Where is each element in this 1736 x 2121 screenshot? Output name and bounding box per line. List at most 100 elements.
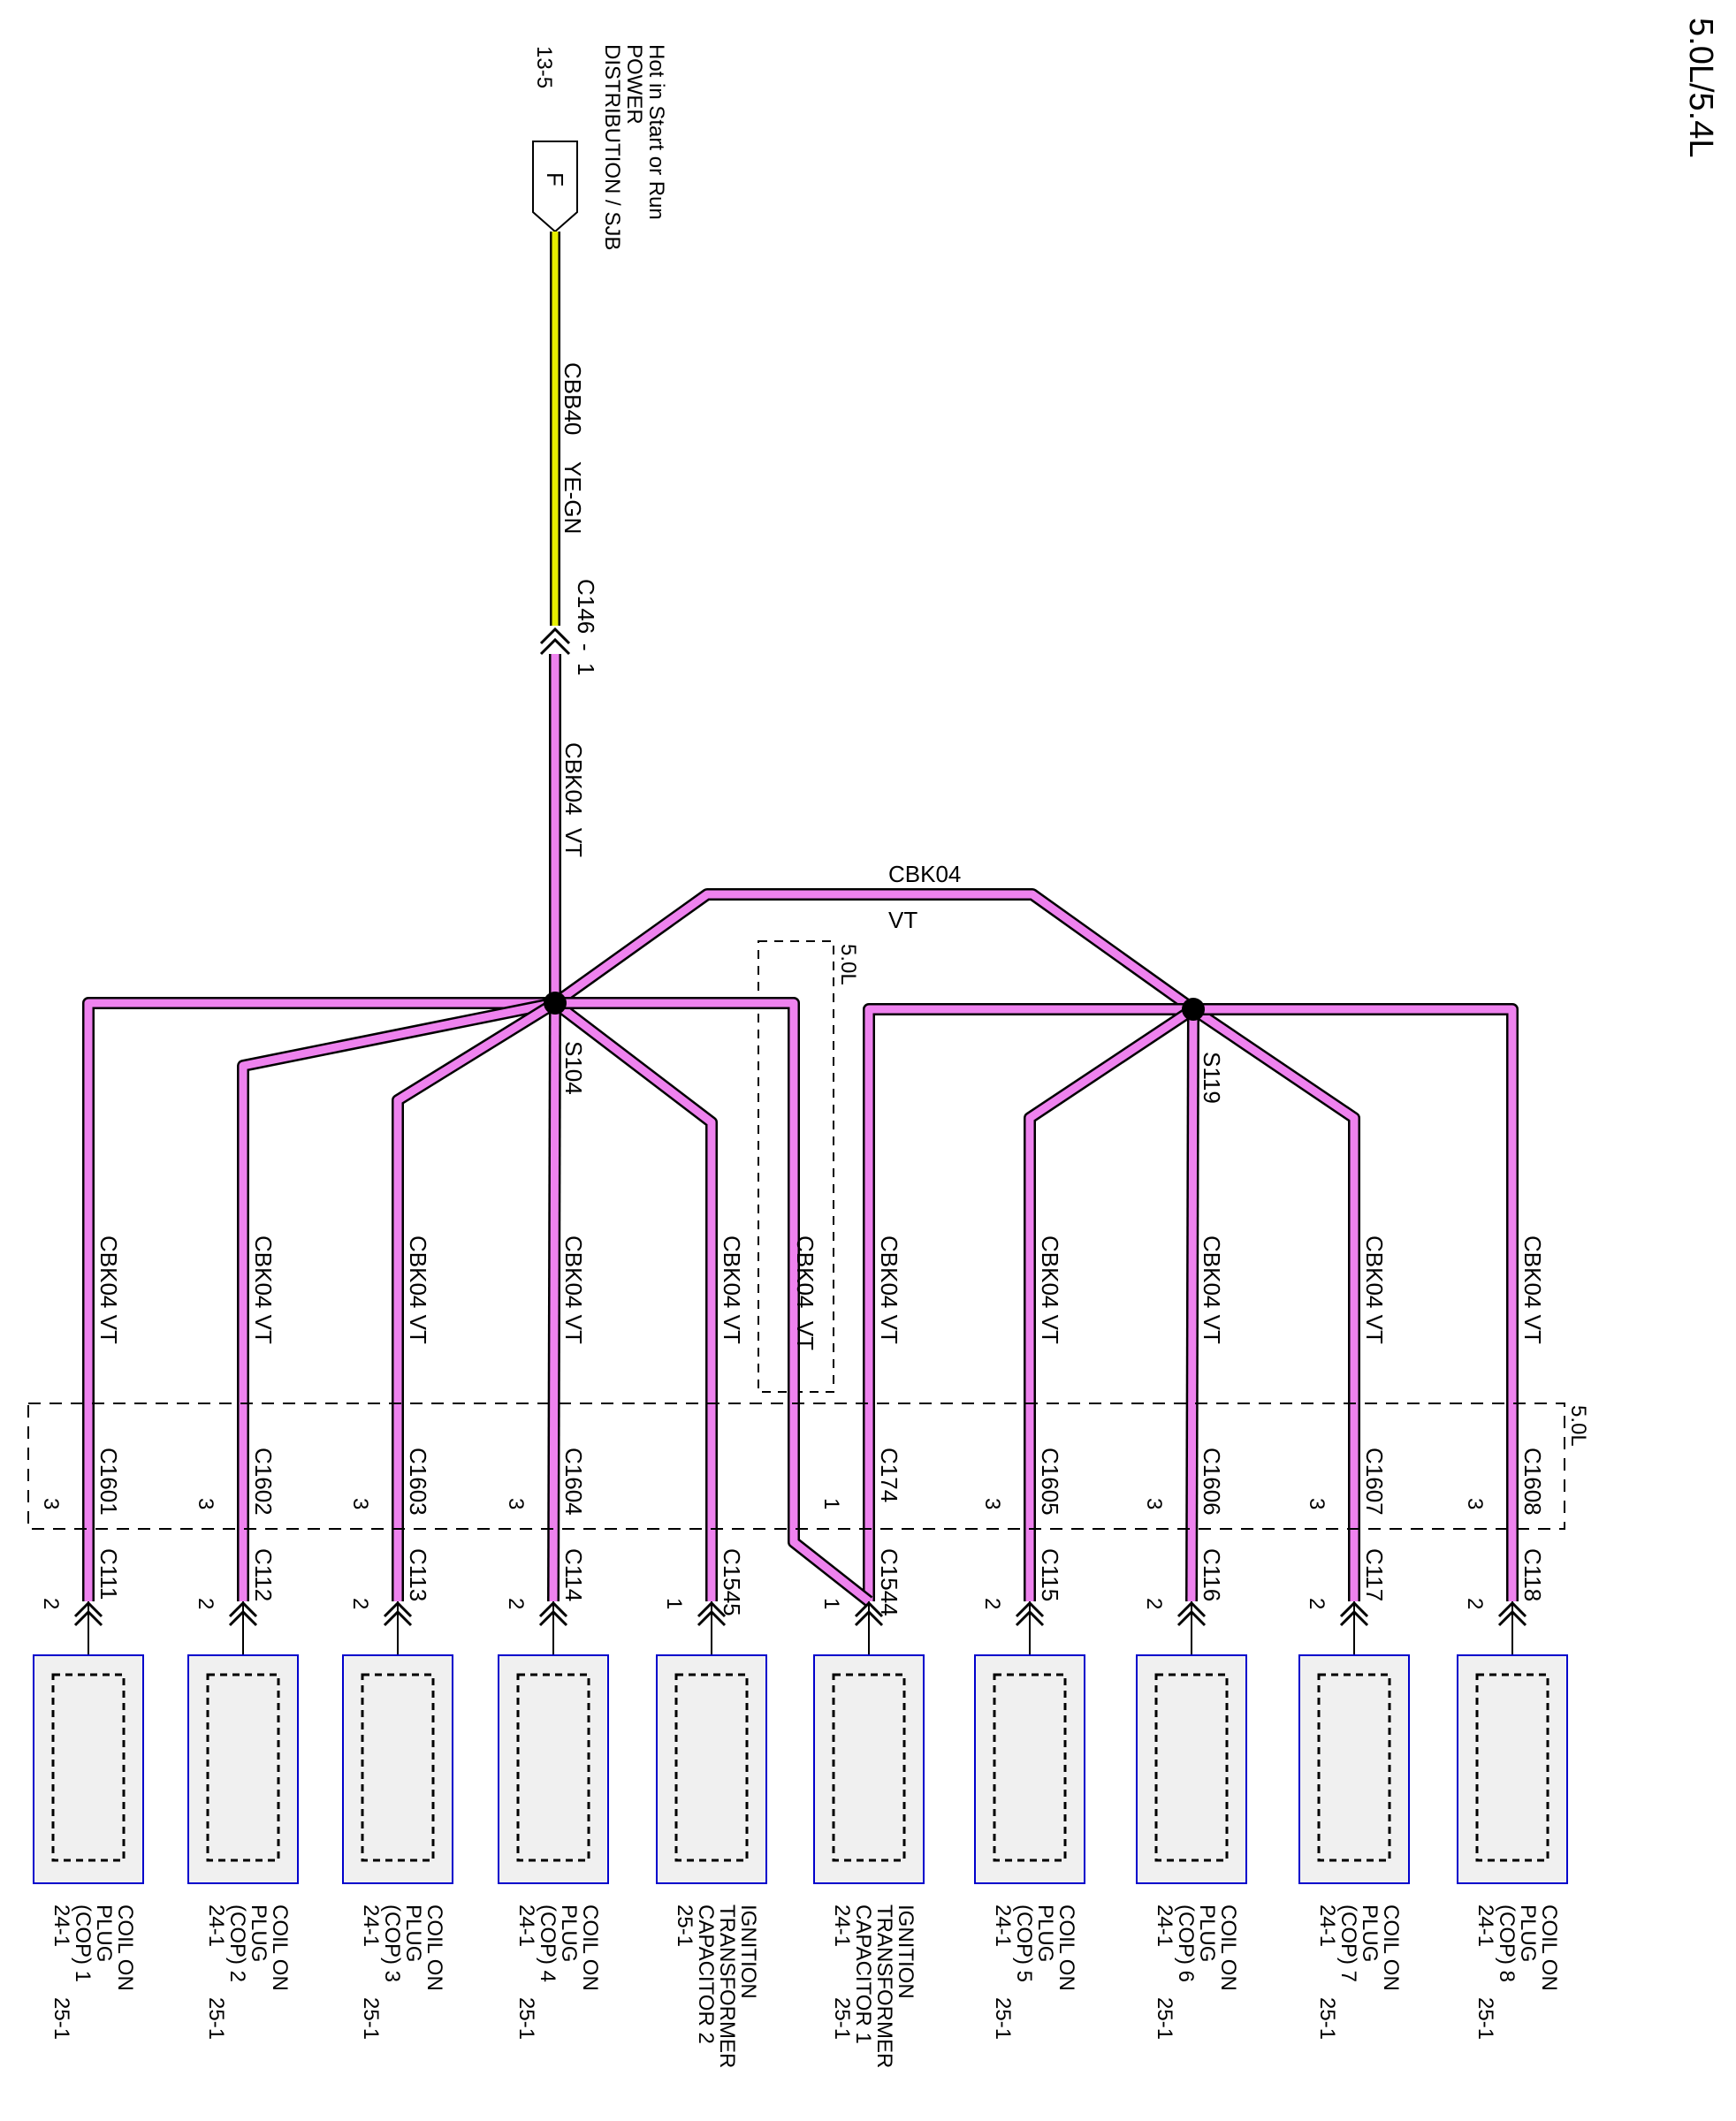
component-connector-label: C1544 — [876, 1548, 902, 1616]
component-ref: 25-1 — [1153, 1997, 1176, 2040]
branch-5: CBK04 VTC15451IGNITIONTRANSFORMERCAPACIT… — [656, 1235, 767, 2068]
component-label-line: (COP) 4 — [536, 1904, 560, 1982]
harness-connector-pin: 3 — [39, 1498, 63, 1509]
splice-s104-label: S104 — [560, 1041, 587, 1095]
terminal-flag — [532, 141, 578, 233]
component-label-line: PLUG — [1516, 1904, 1540, 1962]
component-internal — [206, 1673, 280, 1862]
component-label-line: IGNITION — [894, 1904, 917, 1999]
terminal-label: F — [542, 172, 568, 186]
component-connector-pin: 2 — [348, 1598, 372, 1609]
component-internal — [1154, 1673, 1229, 1862]
harness-option-box — [27, 1403, 1565, 1530]
component-internal — [832, 1673, 906, 1862]
component-label-line: 24-1 — [204, 1904, 228, 1947]
component-label-line: PLUG — [1358, 1904, 1382, 1962]
harness-connector-pin: 3 — [1305, 1498, 1329, 1509]
component-connector-label: C115 — [1037, 1548, 1063, 1601]
component-connector-pin: 2 — [1305, 1598, 1329, 1609]
splice-s104 — [544, 992, 567, 1015]
splice-s119-label: S119 — [1199, 1052, 1225, 1104]
component-internal — [993, 1673, 1067, 1862]
component-ref: 25-1 — [359, 1997, 383, 2040]
bridge-wire-outline — [551, 888, 1198, 1015]
harness-connector-pin: 3 — [980, 1498, 1004, 1509]
component-label-line: COIL ON — [1379, 1904, 1403, 1991]
source-line-3: DISTRIBUTION / SJB — [600, 44, 624, 250]
component-connector-pin: 1 — [819, 1598, 843, 1609]
component-connector-pin: 2 — [504, 1598, 528, 1609]
component-connector-pin: 2 — [1142, 1598, 1166, 1609]
harness-connector-pin: 3 — [348, 1498, 372, 1509]
component-label-line: 24-1 — [830, 1904, 854, 1947]
component-ref: 25-1 — [1473, 1997, 1497, 2040]
branch-wire-8 — [1187, 1008, 1198, 1602]
branch-6: CBK04 VTC1741C15441IGNITIONTRANSFORMERCA… — [813, 1235, 925, 2068]
component-label-line: 24-1 — [991, 1904, 1015, 1947]
component-box — [1298, 1654, 1410, 1884]
component-internal — [1475, 1673, 1549, 1862]
branch-wire-label: CBK04 VT — [1199, 1235, 1225, 1344]
component-label-line: CAPACITOR 1 — [851, 1904, 875, 2044]
component-label-line: COIL ON — [1537, 1904, 1561, 1991]
component-connector-label: C116 — [1199, 1548, 1225, 1601]
branch-wire-label: CBK04 VT — [560, 1235, 587, 1344]
component-label-line: COIL ON — [1055, 1904, 1078, 1991]
component-label-line: COIL ON — [1216, 1904, 1240, 1991]
component-label-line: PLUG — [1195, 1904, 1219, 1962]
harness-connector-pin: 3 — [1463, 1498, 1487, 1509]
component-internal — [1317, 1673, 1391, 1862]
harness-option-label: 5.0L — [1566, 1405, 1590, 1447]
component-connector-label: C118 — [1519, 1548, 1546, 1601]
harness-connector-pin: 3 — [1142, 1498, 1166, 1509]
inline-connector-pin: 1 — [573, 663, 599, 675]
component-label-line: PLUG — [1033, 1904, 1057, 1962]
harness-connector-pin: 1 — [819, 1498, 843, 1509]
component-label-line: TRANSFORMER — [715, 1904, 739, 2068]
component-label-line: 24-1 — [1153, 1904, 1176, 1947]
branch-wire-2 — [239, 999, 556, 1601]
component-label-line: 24-1 — [359, 1904, 383, 1947]
harness-connector-label: C1601 — [95, 1448, 122, 1516]
branch-wire-capacitor-alt — [555, 999, 872, 1605]
component-internal — [361, 1673, 435, 1862]
branch-wire-label: CBK04 VT — [1519, 1235, 1546, 1344]
component-label-line: 24-1 — [1315, 1904, 1339, 1947]
harness-connector-label: C1603 — [405, 1448, 431, 1516]
component-label-line: PLUG — [557, 1904, 581, 1962]
harness-connector-label: C1604 — [560, 1448, 587, 1516]
component-label-line: 24-1 — [1473, 1904, 1497, 1947]
component-box — [1457, 1654, 1568, 1884]
harness-connector-pin: 3 — [504, 1498, 528, 1509]
component-box — [342, 1654, 453, 1884]
bridge-wire — [552, 890, 1196, 1013]
branch-wire-label: CBK04 VT — [876, 1235, 902, 1344]
component-internal — [674, 1673, 749, 1862]
branch-wire-9 — [1191, 1006, 1359, 1601]
bridge-wire-color: VT — [888, 907, 917, 933]
component-connector-pin: 2 — [980, 1598, 1004, 1609]
component-connector-label: C114 — [560, 1548, 587, 1601]
component-label-line: (COP) 7 — [1336, 1904, 1360, 1982]
component-ref: 25-1 — [204, 1997, 228, 2040]
component-ref: 25-1 — [49, 1997, 73, 2040]
component-box — [187, 1654, 299, 1884]
harness-connector-pin: 3 — [194, 1498, 217, 1509]
component-box — [498, 1654, 609, 1884]
source-ref: 13-5 — [532, 46, 556, 88]
branch-wire-label: CBK04 VT — [1361, 1235, 1388, 1344]
component-ref: 25-1 — [991, 1997, 1015, 2040]
component-label-line: COIL ON — [268, 1904, 292, 1991]
extra-wire-label: CBK04 VT — [792, 1235, 819, 1350]
component-label-line: (COP) 1 — [71, 1904, 95, 1982]
component-label-line: COIL ON — [578, 1904, 602, 1991]
component-label-line: (COP) 2 — [225, 1904, 249, 1982]
component-label-line: COIL ON — [113, 1904, 137, 1991]
component-label-line: (COP) 5 — [1012, 1904, 1036, 1982]
